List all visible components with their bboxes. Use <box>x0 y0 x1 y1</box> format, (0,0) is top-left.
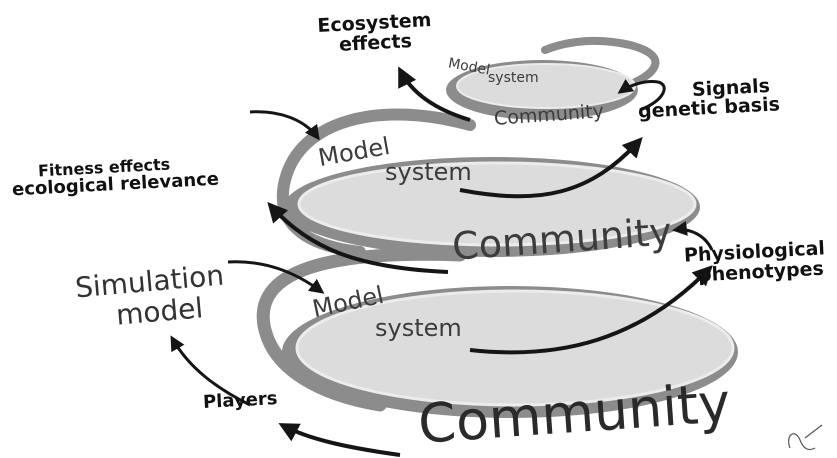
top-ring-system: system <box>488 70 539 86</box>
arrow-to-middle-model <box>227 260 325 294</box>
spiral-band-tail <box>541 36 660 92</box>
arrow-physiological <box>672 220 714 251</box>
label-simulation-model: model <box>114 291 205 332</box>
middle-ring <box>297 161 697 247</box>
label-ecosystem-effects-text: Ecosystem effects <box>316 9 432 56</box>
label-players: Players <box>202 388 278 413</box>
bottom-ring <box>295 289 735 407</box>
arrow-genetic-basis <box>459 137 643 199</box>
arrow-to-top-model <box>249 110 320 141</box>
arrow-ecosystem <box>398 66 471 122</box>
middle-ring-system: system <box>385 158 472 186</box>
bottom-ring-system: system <box>375 314 462 342</box>
arrow-phenotypes <box>469 265 713 355</box>
arrow-fitness <box>267 202 449 274</box>
signature-mark <box>788 424 823 451</box>
arrow-players <box>278 423 401 457</box>
arrow-simulation <box>170 335 251 407</box>
arrow-signals <box>617 78 666 112</box>
label-ecosystem-effects: Ecosystem effects <box>299 9 451 58</box>
